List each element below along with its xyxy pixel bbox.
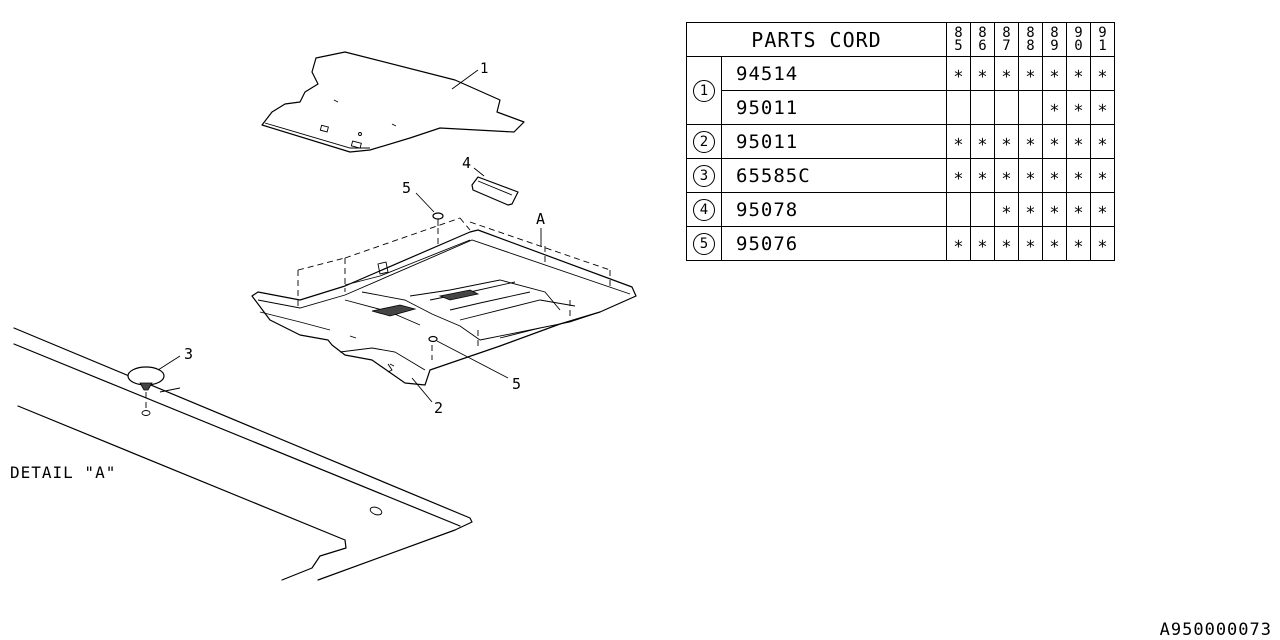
applicability-mark: ∗ [994,226,1019,261]
ref-number-cell: 5 [686,226,722,261]
applicability-mark: ∗ [1042,124,1067,159]
applicability-mark: ∗ [1018,56,1043,91]
applicability-mark: ∗ [1018,192,1043,227]
ref-number-cell: 2 [686,124,722,159]
applicability-mark [994,90,1019,125]
ref-number: 4 [693,198,715,221]
applicability-mark: ∗ [1066,56,1091,91]
applicability-mark: ∗ [1018,124,1043,159]
applicability-mark: ∗ [1042,158,1067,193]
part-5-clip-lower [428,335,438,343]
part-number: 95011 [721,90,947,125]
ref-number-cell: 3 [686,158,722,193]
applicability-mark [946,192,971,227]
ref-number-cell: 1 [686,56,722,125]
applicability-mark: ∗ [1090,90,1115,125]
ref-number: 5 [693,232,715,255]
part-4-clip [471,176,519,206]
applicability-mark: ∗ [1090,192,1115,227]
applicability-mark: ∗ [1066,124,1091,159]
part-number: 95076 [721,226,947,261]
applicability-mark: ∗ [946,56,971,91]
ref-number: 2 [693,130,715,153]
ref-number: 1 [693,79,715,102]
applicability-mark: ∗ [1042,56,1067,91]
applicability-mark: ∗ [994,124,1019,159]
callout-A: A [536,210,545,228]
catalog-number: A950000073 [1159,620,1272,640]
applicability-mark: ∗ [1090,226,1115,261]
leader-3 [157,355,181,371]
leader-5b [436,340,509,379]
applicability-mark: ∗ [970,124,995,159]
applicability-mark: ∗ [970,226,995,261]
callout-3: 3 [184,345,193,363]
leader-2 [411,377,433,403]
applicability-mark [970,192,995,227]
applicability-mark: ∗ [1090,56,1115,91]
table-row: 95011∗∗∗ [687,90,1115,125]
applicability-mark: ∗ [994,158,1019,193]
part-5-clip-top [432,212,444,252]
applicability-mark: ∗ [1042,226,1067,261]
applicability-mark: ∗ [946,158,971,193]
applicability-mark: ∗ [1018,226,1043,261]
callout-5-top: 5 [402,179,411,197]
applicability-mark: ∗ [1066,158,1091,193]
applicability-mark: ∗ [1042,90,1067,125]
applicability-mark: ∗ [970,56,995,91]
applicability-mark: ∗ [1090,158,1115,193]
part-1-floor-mat [261,51,525,153]
detail-a-label: DETAIL "A" [10,463,116,482]
applicability-mark: ∗ [994,192,1019,227]
applicability-mark: ∗ [946,226,971,261]
part-number: 95078 [721,192,947,227]
applicability-mark: ∗ [1066,226,1091,261]
part-number: 95011 [721,124,947,159]
applicability-mark [946,90,971,125]
leader-5a [415,192,435,213]
applicability-mark: ∗ [1018,158,1043,193]
applicability-mark [1018,90,1043,125]
leader-4 [473,167,485,177]
applicability-mark [970,90,995,125]
callout-4: 4 [462,154,471,172]
applicability-mark: ∗ [994,56,1019,91]
callout-1: 1 [480,61,488,77]
ref-number-cell: 4 [686,192,722,227]
applicability-mark: ∗ [970,158,995,193]
detail-a-panel [13,327,473,581]
applicability-mark: ∗ [1066,192,1091,227]
parts-cord-header: PARTS CORD [686,22,947,57]
part-number: 65585C [721,158,947,193]
applicability-mark: ∗ [1090,124,1115,159]
callout-2: 2 [434,399,443,417]
applicability-mark: ∗ [1066,90,1091,125]
callout-5-lower: 5 [512,375,521,393]
leader-1 [451,69,479,90]
applicability-mark: ∗ [946,124,971,159]
applicability-mark: ∗ [1042,192,1067,227]
ref-number: 3 [693,164,715,187]
part-2-floor-carpet [251,217,637,386]
part-number: 94514 [721,56,947,91]
